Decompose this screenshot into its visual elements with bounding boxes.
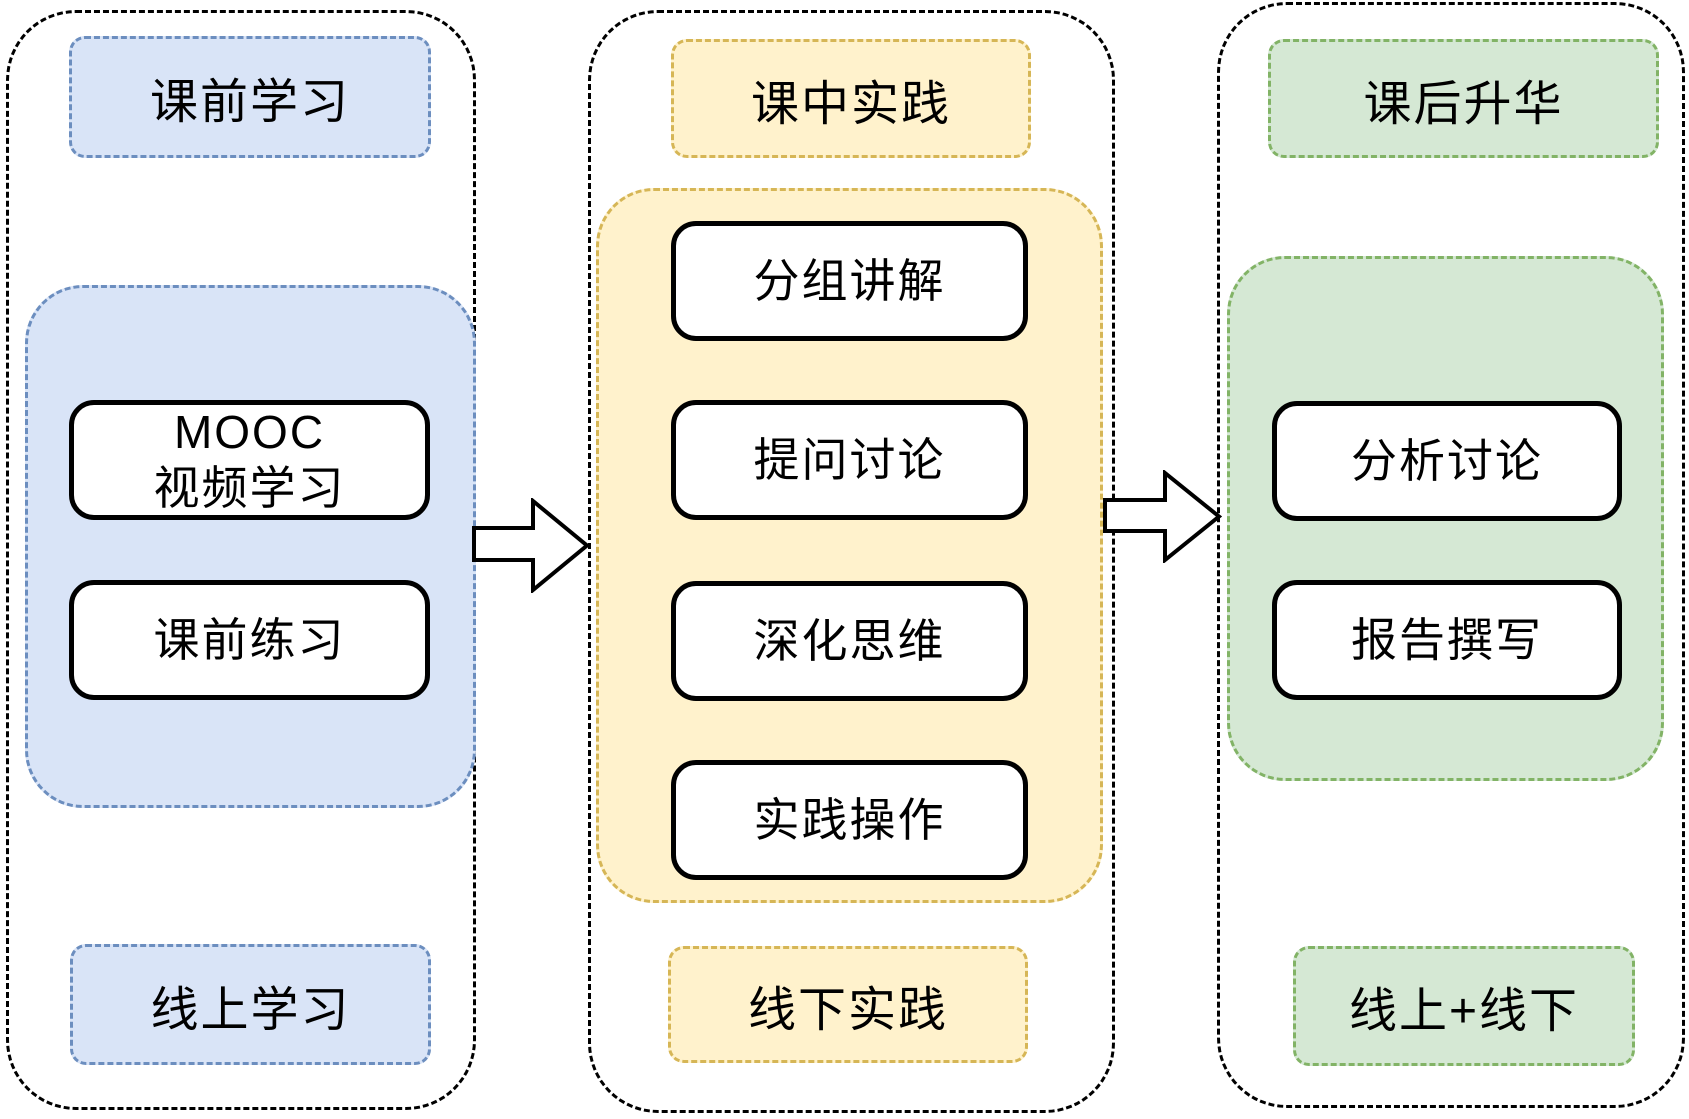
pre-class-group-container	[25, 285, 476, 808]
node-question-discussion: 提问讨论	[671, 400, 1028, 520]
stage-title-in-class: 课中实践	[671, 39, 1031, 158]
node-deepen-thinking: 深化思维	[671, 581, 1028, 701]
stage-column-pre-class: 课前学习 MOOC 视频学习 课前练习 线上学习	[6, 10, 476, 1110]
node-mooc-video-learning: MOOC 视频学习	[69, 400, 430, 520]
node-report-writing: 报告撰写	[1272, 580, 1622, 700]
stage-column-post-class: 课后升华 分析讨论 报告撰写 线上+线下	[1217, 2, 1685, 1108]
node-practical-operation: 实践操作	[671, 760, 1028, 880]
flow-arrow-right-icon	[472, 498, 590, 593]
node-analysis-discussion: 分析讨论	[1272, 401, 1622, 521]
node-pre-class-exercise: 课前练习	[69, 580, 430, 700]
stage-column-in-class: 课中实践 分组讲解 提问讨论 深化思维 实践操作 线下实践	[588, 10, 1115, 1113]
stage-mode-online-learning: 线上学习	[70, 944, 431, 1065]
stage-title-post-class: 课后升华	[1268, 39, 1659, 158]
stage-title-pre-class: 课前学习	[69, 36, 431, 158]
node-group-explanation: 分组讲解	[671, 221, 1028, 341]
flow-arrow-right-icon	[1103, 470, 1222, 563]
stage-mode-online-plus-offline: 线上+线下	[1293, 946, 1635, 1066]
stage-mode-offline-practice: 线下实践	[668, 946, 1028, 1063]
